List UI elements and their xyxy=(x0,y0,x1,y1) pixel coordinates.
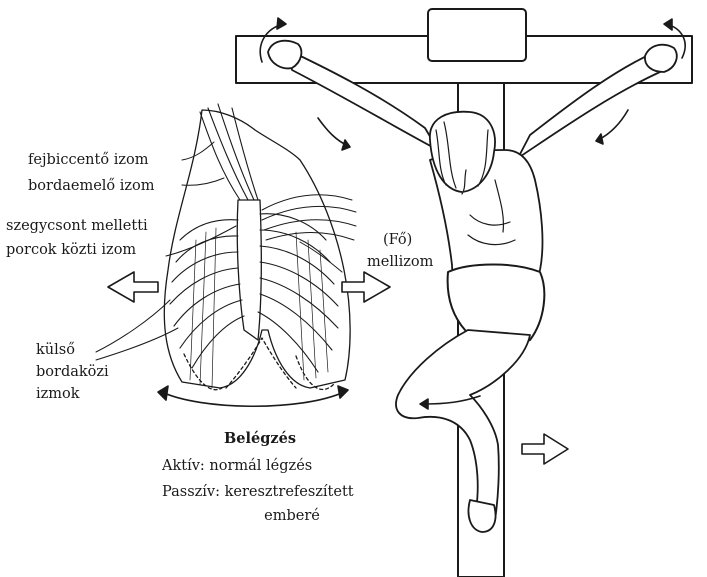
right-hollow-arrow xyxy=(342,272,390,302)
label-kulso-line3: izmok xyxy=(36,386,80,403)
right-arm-down-arrow xyxy=(598,110,628,140)
label-kulso-line2: bordaközi xyxy=(36,364,109,381)
label-fo-line2: mellizom xyxy=(367,254,433,271)
label-szegycsont-line1: szegycsont melletti xyxy=(6,218,148,235)
caption-line2: Passzív: keresztrefeszített xyxy=(162,484,354,501)
label-bordaemelo-izom: bordaemelő izom xyxy=(28,178,155,195)
bottom-right-hollow-arrow xyxy=(522,434,568,464)
label-kulso-line1: külső xyxy=(36,342,75,359)
left-hollow-arrow xyxy=(108,272,158,302)
figure-foot xyxy=(469,500,496,532)
caption-title: Belégzés xyxy=(190,430,330,447)
caption-line1: Aktív: normál légzés xyxy=(162,458,312,475)
left-arm-down-arrow xyxy=(318,118,348,146)
label-fo-line1: (Fő) xyxy=(383,232,412,249)
label-fejbiccento-izom: fejbiccentő izom xyxy=(28,152,148,169)
cross-titulus-plaque xyxy=(428,9,526,61)
caption-line3: emberé xyxy=(232,508,352,525)
label-szegycsont-line2: porcok közti izom xyxy=(6,242,136,259)
figure-right-hand xyxy=(645,45,677,72)
